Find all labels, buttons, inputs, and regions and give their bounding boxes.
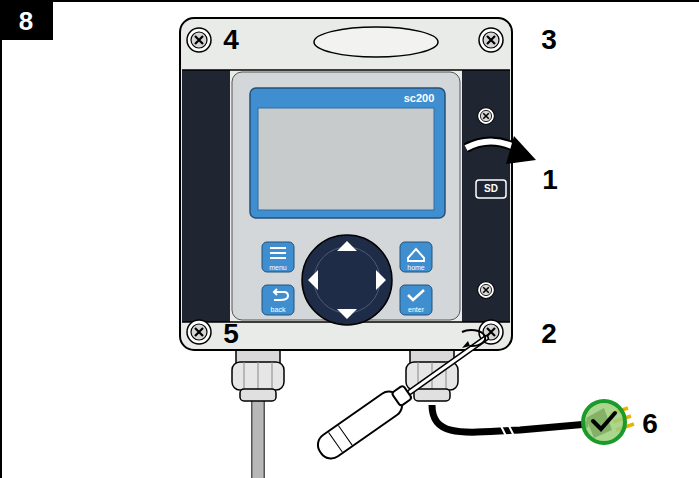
cable	[251, 400, 265, 478]
housing	[180, 18, 512, 350]
top-oval	[314, 27, 438, 57]
figure-number: 8	[19, 8, 33, 34]
arrow-keys	[308, 241, 386, 319]
callout-number: 3	[541, 26, 557, 54]
arrow-head	[506, 136, 536, 164]
callout-number: 5	[223, 320, 239, 348]
sd-slot	[476, 180, 506, 198]
menu-button	[262, 242, 294, 272]
back-button	[262, 285, 294, 315]
cover-screw	[187, 320, 211, 344]
cover-screw	[187, 28, 211, 52]
frame-line	[0, 0, 2, 478]
button-label: home	[407, 264, 425, 271]
frame-line	[0, 0, 699, 2]
screwdriver	[313, 330, 486, 463]
enter-button	[400, 285, 432, 315]
direction-pad	[302, 235, 392, 325]
callout-number: 6	[642, 410, 658, 438]
cable-gland	[232, 348, 284, 401]
callout-number: 2	[541, 320, 557, 348]
display	[258, 108, 434, 210]
screen-label: sc200	[404, 93, 435, 104]
callout-number: 4	[223, 26, 239, 54]
callout-number: 1	[542, 166, 558, 194]
cover-screw	[479, 28, 503, 52]
button-label: enter	[408, 306, 424, 313]
display-bezel	[250, 88, 445, 218]
power-plug	[583, 401, 634, 443]
side-panel	[462, 70, 510, 322]
figure-box	[0, 0, 53, 40]
button-label: menu	[269, 264, 287, 271]
side-panel	[182, 70, 230, 322]
home-button	[400, 242, 432, 272]
sd-label: SD	[484, 184, 498, 194]
button-label: back	[271, 306, 286, 313]
